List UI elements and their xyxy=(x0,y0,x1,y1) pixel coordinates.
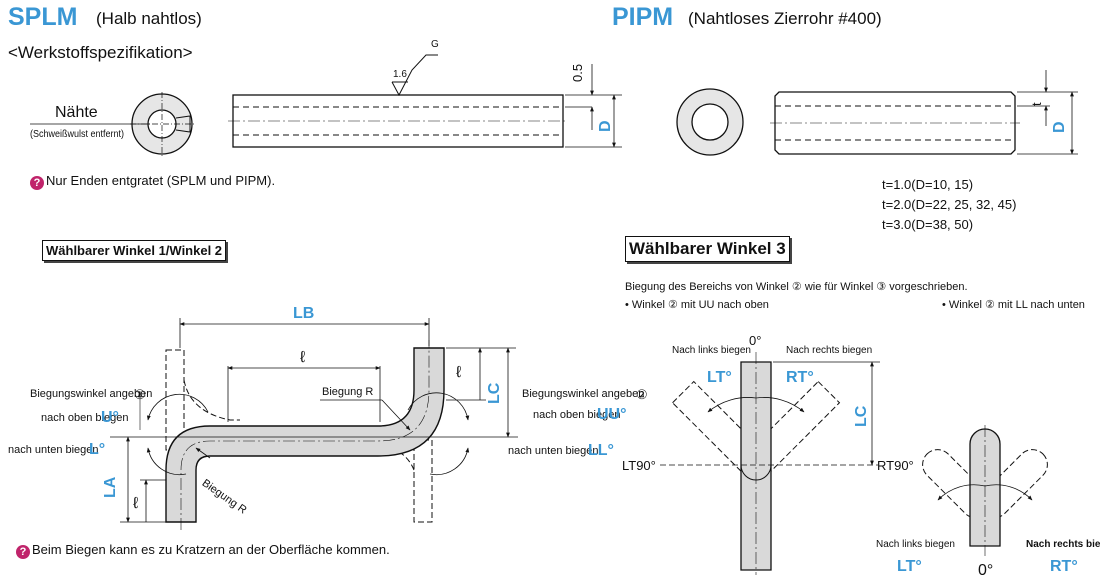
splm-seam-note: (Schweißwulst entfernt) xyxy=(30,129,125,140)
angle12-title: Wählbarer Winkel 1/Winkel 2 xyxy=(42,240,227,261)
right-down-label: nach unten biegen xyxy=(508,445,599,457)
angle3-rt-2: RT° xyxy=(1050,558,1078,575)
pipm-t-row-3: t=3.0(D=38, 50) xyxy=(882,217,974,232)
angle3-lt-2: LT° xyxy=(897,558,922,575)
pipm-t-row-2: t=2.0(D=22, 25, 32, 45) xyxy=(882,197,1017,212)
pipm-code: PIPM xyxy=(612,3,674,31)
right-down-code: LL° xyxy=(588,442,614,459)
bent-pipe-angle-1-2 xyxy=(110,318,641,530)
left-up-label: nach oben biegen xyxy=(41,412,129,424)
left-marker: ① xyxy=(134,387,146,402)
angle3-left-bend: Nach links biegen xyxy=(672,345,751,356)
right-angle-label: Biegungswinkel angeben xyxy=(522,388,645,400)
surface-roughness-value: 1.6 xyxy=(393,69,407,80)
angle3-lt90: LT90° xyxy=(622,458,656,473)
angle3-rt: RT° xyxy=(786,369,814,386)
left-up-code: U° xyxy=(101,409,119,426)
bend-r-top-label: Biegung R xyxy=(322,386,374,398)
note-deburr-text: Nur Enden entgratet (SPLM und PIPM). xyxy=(46,173,276,188)
splm-tube-cross-section xyxy=(30,92,194,156)
angle3-diagram-bottom xyxy=(922,425,1048,556)
splm-d-dim: D xyxy=(597,120,614,132)
left-down-label: nach unten biegen xyxy=(8,444,99,456)
dim-lc: LC xyxy=(486,382,503,404)
splm-wall-dim: 0.5 xyxy=(570,63,585,82)
angle3-lt: LT° xyxy=(707,369,732,386)
angle3-zero-bottom: 0° xyxy=(978,562,994,579)
left-angle-label: Biegungswinkel angeben xyxy=(30,388,153,400)
pipm-d-dim: D xyxy=(1051,121,1068,133)
splm-tube-side-view xyxy=(228,54,622,148)
dim-lb: LB xyxy=(293,305,315,322)
warning-icon: ? xyxy=(30,176,44,190)
angle3-right-bend: Nach rechts biegen xyxy=(786,345,873,356)
angle3-left-bend-2: Nach links biegen xyxy=(876,539,955,550)
dim-la: LA xyxy=(102,476,119,498)
right-marker: ② xyxy=(636,387,648,402)
angle3-lc: LC xyxy=(853,405,870,427)
splm-desc: (Halb nahtlos) xyxy=(96,9,202,28)
angle3-bullet-right: • Winkel ② mit LL nach unten xyxy=(942,299,1085,311)
left-down-code: L° xyxy=(89,441,106,458)
splm-code: SPLM xyxy=(8,3,78,31)
pipm-tube-side-view xyxy=(770,70,1078,155)
right-up-code: UU° xyxy=(597,406,627,423)
note-scratch-text: Beim Biegen kann es zu Kratzern an der O… xyxy=(32,542,390,557)
pipm-tube-cross-section xyxy=(676,88,744,156)
pipm-t-dim: t xyxy=(1029,102,1044,106)
angle3-right-bend-2: Nach rechts biege xyxy=(1026,539,1100,550)
angle3-bullet-left: • Winkel ② mit UU nach oben xyxy=(625,299,769,311)
splm-seam-label: Nähte xyxy=(55,104,98,121)
angle3-rt90: RT90° xyxy=(877,458,914,473)
dim-l-left: ℓ xyxy=(133,495,139,512)
angle3-zero-top: 0° xyxy=(749,333,762,348)
right-up-label: nach oben biegen xyxy=(533,409,621,421)
dim-l-top: ℓ xyxy=(300,349,306,366)
warning-icon: ? xyxy=(16,545,30,559)
note-deburr: ?Nur Enden entgratet (SPLM und PIPM). xyxy=(30,174,275,190)
angle3-title: Wählbarer Winkel 3 xyxy=(625,236,790,262)
note-scratch: ?Beim Biegen kann es zu Kratzern an der … xyxy=(16,543,390,559)
angle3-diagram-top xyxy=(660,352,880,575)
surface-finish-g: G xyxy=(431,39,439,50)
dim-l-right: ℓ xyxy=(456,364,462,381)
angle3-desc: Biegung des Bereichs von Winkel ② wie fü… xyxy=(625,281,968,293)
pipm-t-row-1: t=1.0(D=10, 15) xyxy=(882,177,974,192)
splm-spec-label: <Werkstoffspezifikation> xyxy=(8,43,193,62)
pipm-desc: (Nahtloses Zierrohr #400) xyxy=(688,9,882,28)
